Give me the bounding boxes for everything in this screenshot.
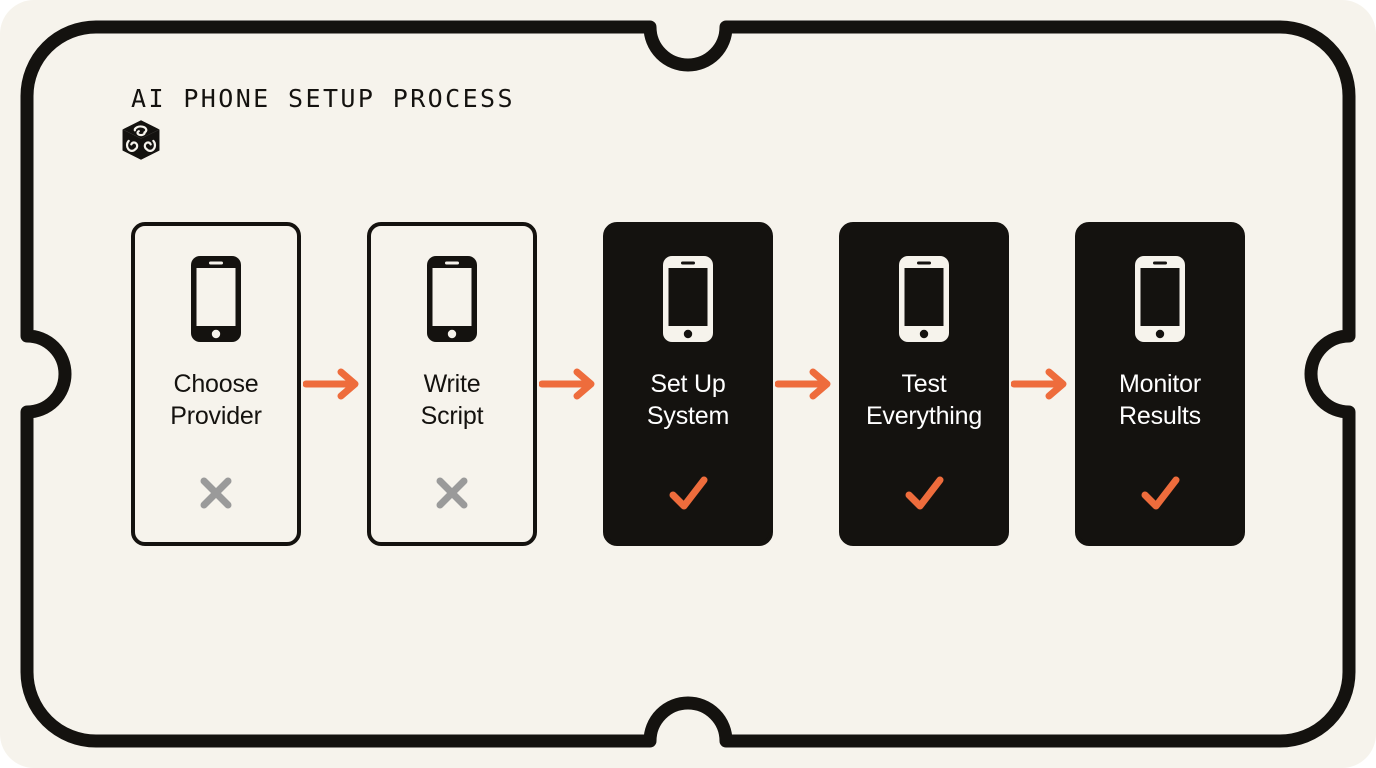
flow-step-card-3[interactable]: Set Up System [603,222,773,546]
x-mark-icon [436,477,468,509]
arrow-right-icon-1 [301,364,367,404]
arrow-right-icon-2 [537,364,603,404]
flow-step-card-1[interactable]: Choose Provider [131,222,301,546]
check-mark-icon [1141,476,1180,510]
flow-step-card-2[interactable]: Write Script [367,222,537,546]
flow-step-label-1: Choose Provider [170,370,262,430]
flow-step-card-5[interactable]: Monitor Results [1075,222,1245,546]
x-mark-icon [200,477,232,509]
flow-step-label-2: Write Script [420,370,484,430]
page-title: AI PHONE SETUP PROCESS [131,84,515,113]
smartphone-icon [1135,256,1185,342]
check-mark-icon [905,476,944,510]
swirl-cube-logo-icon [122,120,160,160]
smartphone-icon [899,256,949,342]
process-flow: Choose Provider [131,222,1245,546]
smartphone-icon [663,256,713,342]
check-mark-icon [669,476,708,510]
flow-step-label-3: Set Up System [646,370,730,430]
flow-step-label-4: Test Everything [865,370,983,430]
smartphone-icon [191,256,241,342]
flow-step-label-5: Monitor Results [1119,370,1201,430]
arrow-right-icon-4 [1009,364,1075,404]
flow-step-card-4[interactable]: Test Everything [839,222,1009,546]
arrow-right-icon-3 [773,364,839,404]
smartphone-icon [427,256,477,342]
